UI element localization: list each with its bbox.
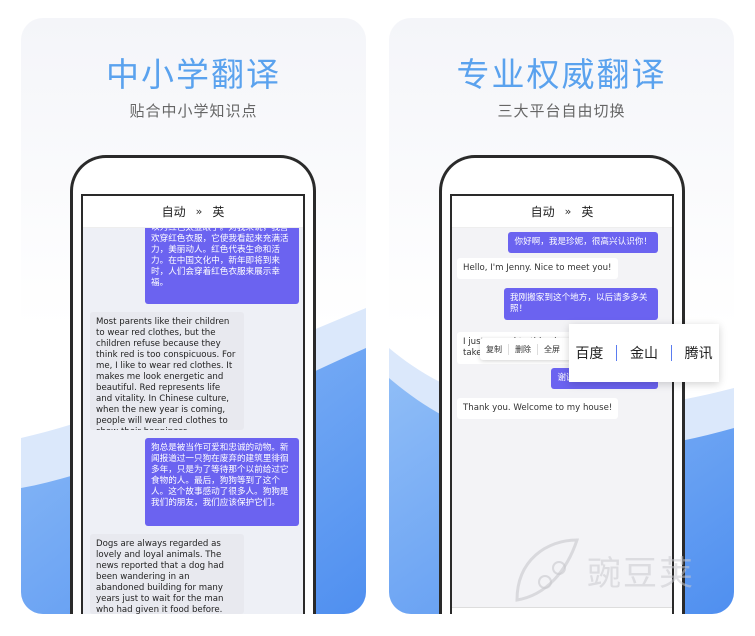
message-bubble-incoming[interactable]: Thank you. Welcome to my house! bbox=[457, 398, 619, 419]
watermark: 豌豆荚 bbox=[507, 530, 727, 610]
phone-mockup: 自动 » 英 你好啊，我是珍妮，很高兴认识你！ Hello, I'm Jenny… bbox=[439, 155, 685, 614]
language-bar[interactable]: 自动 » 英 bbox=[452, 196, 672, 228]
headline: 专业权威翻译 bbox=[456, 55, 667, 94]
delete-menu-item[interactable]: 删除 bbox=[509, 343, 538, 355]
target-language[interactable]: 英 bbox=[581, 205, 594, 219]
pea-pod-logo-icon bbox=[515, 538, 580, 602]
message-bubble-incoming[interactable]: Most parents like their children to wear… bbox=[90, 312, 244, 430]
chat-area: 以为红色太显眼了。对我来说，我喜欢穿红色衣服，它使我看起来充满活力，美丽动人。红… bbox=[83, 218, 303, 614]
fullscreen-menu-item[interactable]: 全屏 bbox=[544, 344, 560, 354]
voice-icon[interactable]: ◉ bbox=[456, 613, 472, 614]
message-bubble-outgoing[interactable]: 你好啊，我是珍妮，很高兴认识你！ bbox=[508, 232, 658, 253]
switch-arrow-icon: » bbox=[195, 205, 203, 218]
message-bubble-incoming[interactable]: Hello, I'm Jenny. Nice to meet you! bbox=[457, 258, 618, 279]
engine-option-tencent[interactable]: 腾讯 bbox=[684, 346, 713, 362]
promo-card-school-translation: 中小学翻译 贴合中小学知识点 自动 » 英 以为红色太显眼了。对我来说，我喜欢穿… bbox=[21, 18, 366, 614]
phone-mockup: 自动 » 英 以为红色太显眼了。对我来说，我喜欢穿红色衣服，它使我看起来充满活力… bbox=[70, 155, 316, 614]
target-language[interactable]: 英 bbox=[212, 205, 225, 219]
camera-icon[interactable]: ◎ bbox=[652, 613, 668, 614]
source-language[interactable]: 自动 bbox=[161, 205, 186, 219]
message-bubble-outgoing[interactable]: 我刚搬家到这个地方，以后请多多关照！ bbox=[504, 288, 658, 320]
divider bbox=[616, 345, 618, 361]
watermark-text: 豌豆荚 bbox=[587, 554, 695, 594]
message-context-menu: 复制 删除 全屏 bbox=[480, 338, 576, 360]
message-bubble-outgoing[interactable]: 狗总是被当作可爱和忠诚的动物。新闻报道过一只狗在废弃的建筑里徘徊多年，只是为了等… bbox=[145, 438, 299, 526]
message-bubble-incoming[interactable]: Dogs are always regarded as lovely and l… bbox=[90, 534, 244, 614]
message-bubble-outgoing[interactable]: 以为红色太显眼了。对我来说，我喜欢穿红色衣服，它使我看起来充满活力，美丽动人。红… bbox=[145, 218, 299, 304]
divider bbox=[670, 345, 672, 361]
input-bar: ◉ ◎ bbox=[452, 607, 672, 614]
promo-card-professional-translation: 专业权威翻译 三大平台自由切换 自动 » 英 你好啊，我是珍妮，很高兴认识你！ … bbox=[389, 18, 734, 614]
subline: 贴合中小学知识点 bbox=[129, 102, 258, 120]
engine-option-jinshan[interactable]: 金山 bbox=[629, 346, 658, 362]
copy-menu-item[interactable]: 复制 bbox=[480, 343, 509, 355]
chat-area: 你好啊，我是珍妮，很高兴认识你！ Hello, I'm Jenny. Nice … bbox=[452, 228, 672, 614]
source-language[interactable]: 自动 bbox=[530, 205, 555, 219]
headline: 中小学翻译 bbox=[106, 55, 281, 94]
translation-engine-picker: 百度 金山 腾讯 bbox=[569, 324, 719, 382]
switch-arrow-icon: » bbox=[564, 205, 572, 218]
phone-screen: 自动 » 英 你好啊，我是珍妮，很高兴认识你！ Hello, I'm Jenny… bbox=[450, 194, 674, 614]
engine-option-baidu[interactable]: 百度 bbox=[575, 346, 604, 362]
language-bar[interactable]: 自动 » 英 bbox=[83, 196, 303, 228]
phone-screen: 自动 » 英 以为红色太显眼了。对我来说，我喜欢穿红色衣服，它使我看起来充满活力… bbox=[81, 194, 305, 614]
subline: 三大平台自由切换 bbox=[497, 102, 626, 120]
